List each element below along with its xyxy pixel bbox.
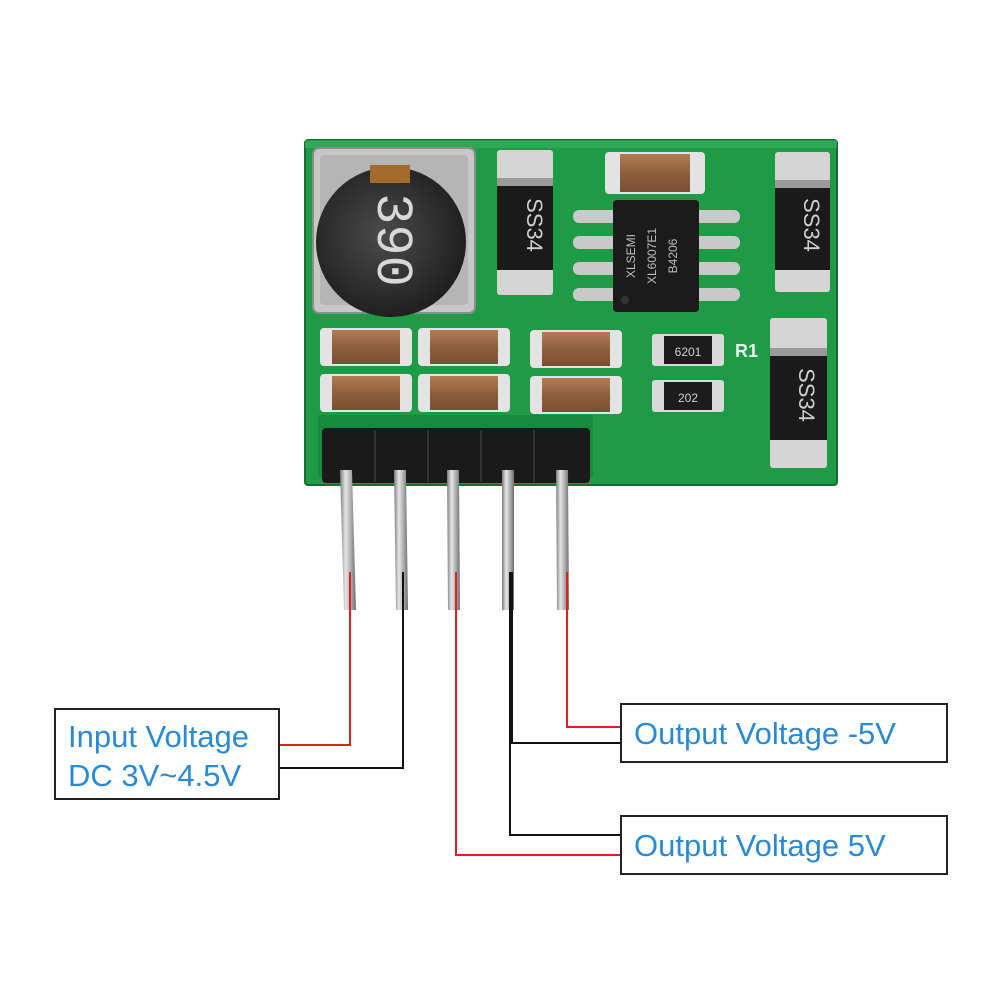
header-pins <box>340 470 569 610</box>
inductor: 390 <box>312 147 476 317</box>
wire-input-ground <box>280 572 404 769</box>
output-negative-box: Output Voltage -5V <box>620 703 948 763</box>
silkscreen-label: R1 <box>735 341 758 361</box>
diode-bottom-right: SS34 <box>770 318 827 468</box>
ic-marking-3: B4206 <box>666 238 680 273</box>
input-voltage-range: DC 3V~4.5V <box>68 758 242 793</box>
input-voltage-box: Input Voltage DC 3V~4.5V <box>54 708 280 800</box>
input-voltage-label: Input Voltage <box>68 719 249 754</box>
resistor-marking-2: 202 <box>678 391 698 405</box>
wire-output-5v <box>455 572 620 856</box>
wire-input-positive <box>280 572 351 746</box>
diode-top-middle: SS34 <box>497 150 553 295</box>
ic-marking-1: XLSEMI <box>624 234 638 278</box>
pin-header <box>322 428 590 483</box>
output-positive-label: Output Voltage 5V <box>634 828 886 863</box>
output-negative-label: Output Voltage -5V <box>634 716 896 751</box>
wires <box>280 572 620 856</box>
resistor-2: 202 <box>652 380 724 412</box>
wire-output-ground <box>509 572 620 836</box>
output-positive-box: Output Voltage 5V <box>620 815 948 875</box>
resistor-1: 6201 <box>652 334 724 366</box>
ic-marking-2: XL6007E1 <box>645 228 659 284</box>
inductor-marking: 390 <box>362 193 421 287</box>
wire-output-neg5v <box>566 572 620 728</box>
wire-output-5v-second <box>511 572 620 744</box>
ic-chip: XLSEMI XL6007E1 B4206 <box>573 200 740 312</box>
diode-marking-3: SS34 <box>794 368 819 422</box>
capacitor-top <box>605 152 705 194</box>
diode-top-right: SS34 <box>775 152 830 292</box>
capacitor-bank <box>320 328 622 414</box>
diode-marking-2: SS34 <box>799 198 824 252</box>
resistor-marking-1: 6201 <box>675 345 702 359</box>
diode-marking-1: SS34 <box>522 198 547 252</box>
